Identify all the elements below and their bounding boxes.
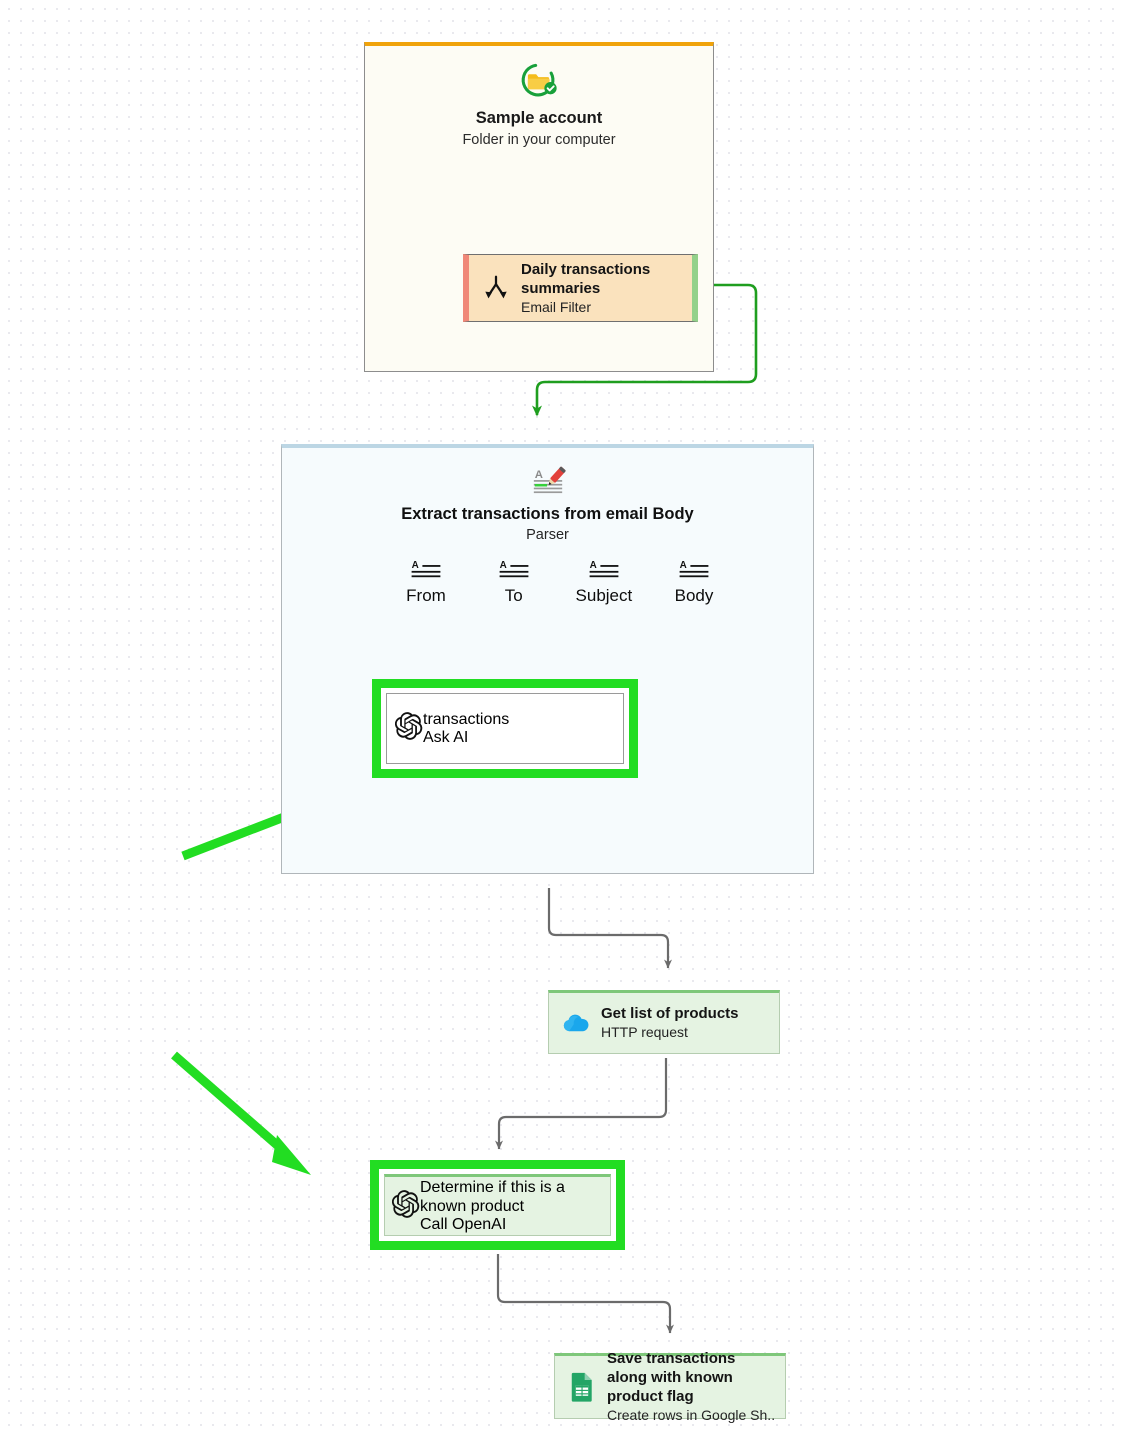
parser-fields: A From A To A: [400, 558, 720, 607]
node-text: Determine if this is a known product Cal…: [420, 1178, 603, 1234]
google-sheets-icon: [565, 1370, 599, 1404]
node-text: Save transactions along with known produ…: [607, 1349, 775, 1425]
parser-pencil-icon: A: [533, 466, 566, 494]
node-title: transactions: [423, 710, 510, 728]
account-subtitle: Folder in your computer: [462, 132, 616, 148]
highlight-ring-determine: Determine if this is a known product Cal…: [370, 1160, 625, 1250]
text-field-icon: A: [679, 560, 709, 578]
parser-field-from[interactable]: A From: [400, 558, 452, 607]
edge-parser-to-http: [547, 888, 672, 969]
account-title: Sample account: [475, 109, 603, 127]
node-determine-known-product[interactable]: Determine if this is a known product Cal…: [384, 1174, 611, 1236]
node-title: Determine if this is a known product: [420, 1179, 565, 1215]
node-subtitle: Create rows in Google Sh...: [607, 1407, 775, 1423]
node-daily-transactions-summaries[interactable]: Daily transactions summaries Email Filte…: [463, 254, 698, 322]
node-subtitle: Email Filter: [521, 298, 592, 315]
text-field-icon: A: [589, 560, 619, 578]
node-get-list-of-products[interactable]: Get list of products HTTP request: [548, 990, 780, 1054]
parser-field-label: Body: [674, 586, 714, 605]
svg-text:A: A: [534, 469, 542, 481]
parser-field-label: From: [406, 586, 446, 605]
branch-filter-icon: [479, 271, 513, 305]
parser-field-subject[interactable]: A Subject: [576, 558, 633, 607]
node-title: Save transactions along with known produ…: [607, 1350, 736, 1405]
cloud-icon: [559, 1006, 593, 1040]
node-title: Get list of products: [601, 1005, 739, 1022]
highlight-ring-transactions: transactions Ask AI: [372, 679, 638, 778]
svg-text:A: A: [499, 560, 506, 571]
openai-icon: [391, 1189, 420, 1223]
green-arrow-to-determine: [171, 1051, 311, 1175]
parser-field-label: Subject: [575, 586, 633, 605]
node-subtitle: HTTP request: [601, 1024, 688, 1040]
svg-text:A: A: [589, 560, 596, 571]
node-text: Daily transactions summaries Email Filte…: [521, 260, 682, 317]
parser-container[interactable]: A Extract transactions from email Body P…: [281, 444, 814, 874]
parser-field-to[interactable]: A To: [488, 558, 540, 607]
parser-header: A Extract transactions from email Body P…: [282, 464, 813, 545]
node-subtitle: Ask AI: [423, 728, 469, 746]
node-subtitle: Call OpenAI: [420, 1216, 507, 1233]
text-field-icon: A: [411, 560, 441, 578]
parser-subtitle: Parser: [526, 527, 569, 543]
parser-field-label: To: [504, 586, 523, 605]
node-transactions[interactable]: transactions Ask AI: [386, 693, 624, 764]
edge-http-to-determine: [495, 1058, 668, 1150]
node-text: Get list of products HTTP request: [601, 1004, 769, 1042]
node-save-transactions[interactable]: Save transactions along with known produ…: [554, 1350, 786, 1423]
parser-field-body[interactable]: A Body: [668, 558, 720, 607]
account-card[interactable]: Sample account Folder in your computer D…: [364, 42, 714, 372]
text-field-icon: A: [499, 560, 529, 578]
openai-icon: [394, 712, 423, 745]
folder-check-icon: [521, 63, 557, 97]
node-title: Daily transactions summaries: [521, 260, 651, 297]
account-card-header: Sample account Folder in your computer: [365, 58, 713, 150]
parser-title: Extract transactions from email Body: [401, 505, 694, 523]
svg-text:A: A: [412, 560, 419, 571]
svg-text:A: A: [680, 560, 687, 571]
node-text: transactions Ask AI: [423, 711, 509, 747]
edge-determine-to-sheets: [496, 1254, 674, 1334]
